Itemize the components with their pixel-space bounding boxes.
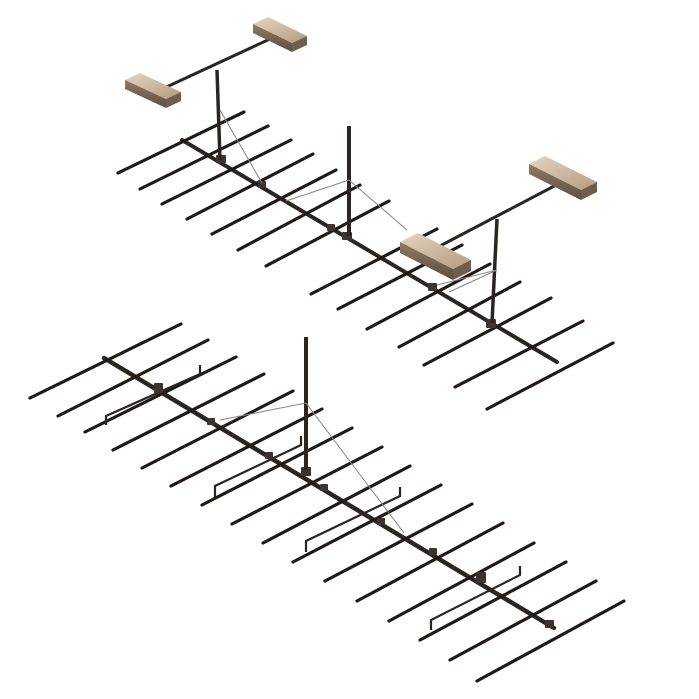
upper-element (365, 262, 492, 331)
upper-antenna (116, 17, 615, 411)
lower-element (56, 338, 210, 418)
lower-element (140, 389, 295, 470)
upper-element (264, 199, 391, 268)
lower-element (448, 579, 598, 662)
upper-element (397, 280, 522, 349)
guy-wire (219, 402, 307, 421)
lower-brackets (104, 365, 522, 630)
lower-joint (545, 620, 554, 628)
lower-element (28, 322, 183, 400)
lower-element (475, 599, 626, 683)
upper-elements (116, 110, 615, 411)
guy-wire (348, 179, 408, 231)
mast-crossbar (159, 30, 286, 92)
pad (400, 233, 471, 280)
mast-crossbar (437, 181, 561, 249)
upper-element (138, 124, 270, 191)
upper-right-mast (436, 181, 561, 324)
lower-boom (101, 355, 557, 631)
lower-joint (154, 383, 163, 393)
pad (253, 17, 307, 52)
pad (125, 73, 181, 108)
lower-element (111, 372, 266, 452)
lower-element (323, 502, 474, 583)
upper-center-mast (285, 126, 408, 236)
upper-element (116, 110, 246, 175)
lower-element (83, 355, 238, 434)
lower-center-mast (219, 337, 405, 534)
upper-joint (327, 224, 335, 231)
guy-wire (285, 179, 350, 202)
pad (529, 156, 597, 200)
lower-element (169, 407, 324, 488)
lower-element (200, 426, 354, 507)
upper-element (210, 168, 338, 236)
guy-wire (448, 269, 498, 293)
upper-element (236, 183, 362, 252)
lower-element (291, 483, 443, 564)
upper-element (485, 341, 615, 411)
lower-element (261, 464, 412, 545)
lower-joint (429, 548, 437, 555)
lower-joint (265, 452, 273, 459)
bracket (104, 365, 202, 425)
lower-element (355, 521, 505, 603)
lower-element (230, 445, 384, 526)
lower-joint (320, 484, 328, 491)
guy-wire (219, 109, 263, 184)
lower-joints (154, 383, 554, 628)
upper-element (453, 319, 585, 389)
bracket (213, 436, 303, 497)
guy-wire (305, 402, 405, 534)
mast-pole (215, 69, 222, 161)
upper-joint (258, 181, 266, 188)
upper-element (185, 152, 315, 221)
upper-element (422, 296, 553, 367)
upper-joint (428, 283, 437, 291)
upper-element (160, 138, 293, 206)
guy-wire (436, 269, 498, 286)
lower-joint (301, 467, 311, 476)
lower-elements (28, 322, 626, 683)
bracket (429, 566, 522, 630)
lower-antenna (28, 322, 626, 683)
upper-left-mast (159, 30, 286, 184)
lower-joint (377, 518, 385, 525)
lower-joint (476, 572, 486, 583)
lower-element (387, 541, 536, 623)
lower-element (418, 560, 568, 642)
bracket (304, 487, 402, 552)
lower-joint (207, 418, 215, 425)
